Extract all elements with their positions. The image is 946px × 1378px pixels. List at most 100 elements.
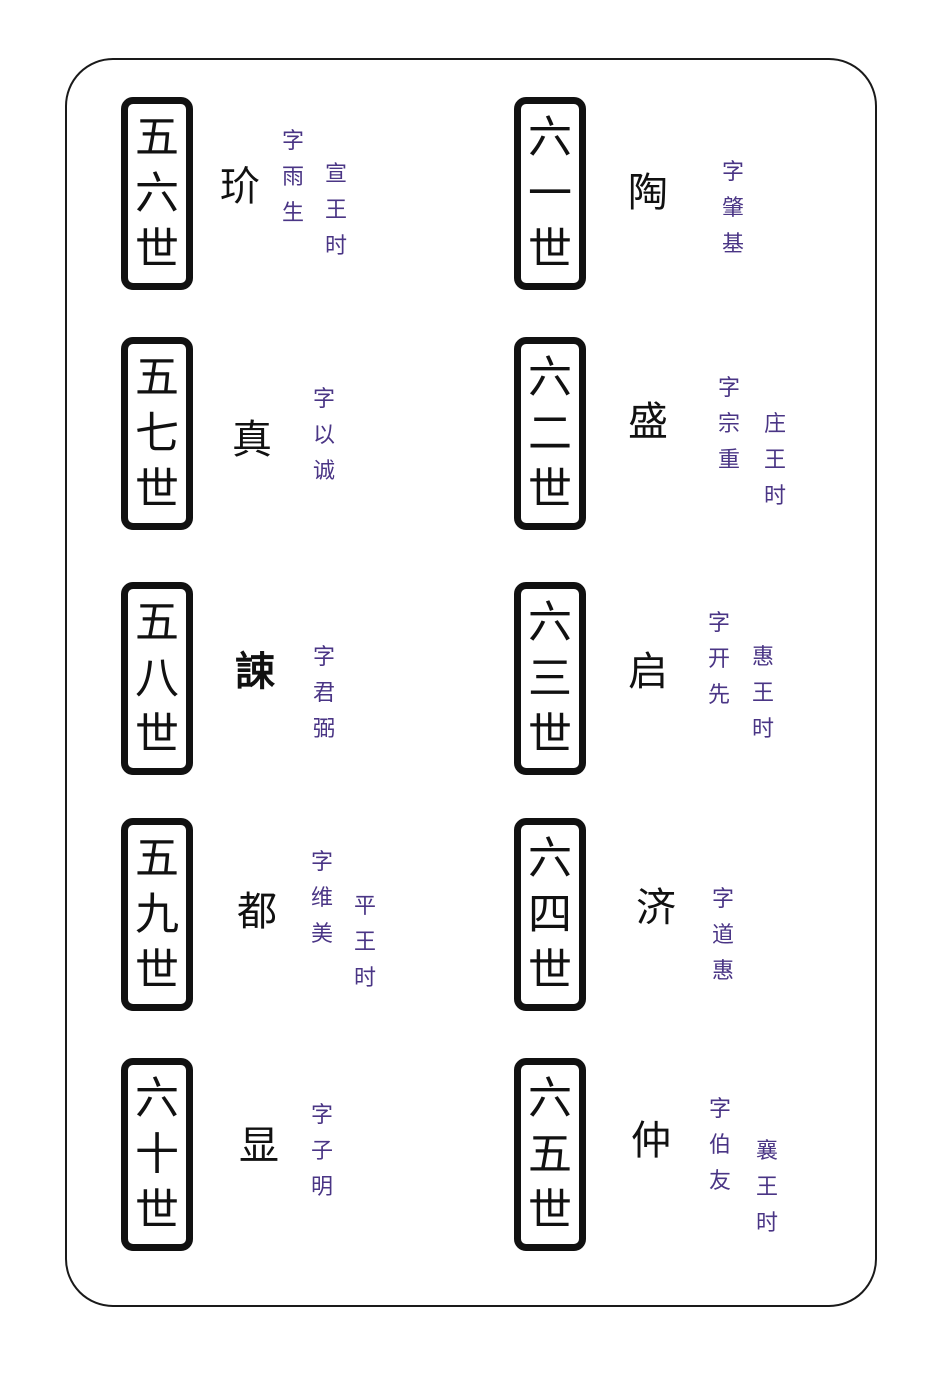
courtesy-char: 以 bbox=[313, 423, 336, 448]
genealogy-entry: 六 三 世 启 字 开 先 惠 王 时 bbox=[514, 582, 894, 782]
courtesy-name: 字 雨 生 bbox=[282, 124, 304, 232]
courtesy-char: 美 bbox=[311, 922, 334, 947]
courtesy-name: 字 肇 基 bbox=[722, 155, 744, 263]
person-name: 真 bbox=[232, 417, 272, 463]
courtesy-char: 基 bbox=[722, 232, 745, 257]
era-char: 时 bbox=[752, 717, 775, 742]
generation-badge: 六 一 世 bbox=[514, 97, 586, 290]
era-note: 惠 王 时 bbox=[752, 640, 774, 748]
courtesy-name: 字 宗 重 bbox=[718, 371, 740, 479]
era-note: 宣 王 时 bbox=[325, 157, 347, 265]
courtesy-char: 肇 bbox=[722, 196, 745, 221]
era-char: 王 bbox=[752, 681, 775, 706]
genealogy-card bbox=[65, 58, 877, 1307]
courtesy-name: 字 道 惠 bbox=[712, 882, 734, 990]
generation-char: 世 bbox=[528, 463, 572, 515]
courtesy-char: 字 bbox=[709, 1097, 732, 1122]
genealogy-entry: 六 二 世 盛 字 宗 重 庄 王 时 bbox=[514, 337, 894, 537]
generation-char: 世 bbox=[528, 1184, 572, 1236]
era-note: 平 王 时 bbox=[354, 889, 376, 997]
generation-char: 世 bbox=[135, 1184, 179, 1236]
courtesy-char: 字 bbox=[311, 1103, 334, 1128]
generation-char: 八 bbox=[135, 652, 179, 704]
generation-char: 六 bbox=[528, 1072, 572, 1124]
genealogy-entry: 六 一 世 陶 字 肇 基 bbox=[514, 97, 894, 297]
era-char: 王 bbox=[354, 930, 377, 955]
person-name: 显 bbox=[239, 1123, 279, 1169]
courtesy-name: 字 以 诚 bbox=[313, 382, 335, 490]
generation-char: 五 bbox=[135, 596, 179, 648]
courtesy-char: 字 bbox=[313, 387, 336, 412]
courtesy-char: 弼 bbox=[313, 717, 336, 742]
generation-char: 九 bbox=[135, 888, 179, 940]
courtesy-char: 重 bbox=[718, 448, 741, 473]
courtesy-char: 明 bbox=[311, 1175, 334, 1200]
era-char: 时 bbox=[354, 966, 377, 991]
era-char: 平 bbox=[354, 894, 377, 919]
generation-char: 四 bbox=[528, 888, 572, 940]
courtesy-char: 字 bbox=[311, 850, 334, 875]
generation-char: 世 bbox=[528, 944, 572, 996]
generation-badge: 六 四 世 bbox=[514, 818, 586, 1011]
generation-char: 世 bbox=[528, 708, 572, 760]
courtesy-char: 伯 bbox=[709, 1133, 732, 1158]
courtesy-char: 君 bbox=[313, 681, 336, 706]
generation-char: 世 bbox=[135, 708, 179, 760]
courtesy-char: 维 bbox=[311, 886, 334, 911]
generation-char: 二 bbox=[528, 407, 572, 459]
era-char: 王 bbox=[756, 1175, 779, 1200]
generation-char: 五 bbox=[135, 111, 179, 163]
generation-badge: 五 九 世 bbox=[121, 818, 193, 1011]
era-char: 时 bbox=[756, 1211, 779, 1236]
person-name: 启 bbox=[628, 649, 668, 695]
generation-char: 五 bbox=[135, 351, 179, 403]
courtesy-char: 雨 bbox=[282, 165, 305, 190]
generation-char: 世 bbox=[135, 463, 179, 515]
generation-badge: 五 七 世 bbox=[121, 337, 193, 530]
courtesy-name: 字 子 明 bbox=[311, 1098, 333, 1206]
generation-char: 六 bbox=[528, 596, 572, 648]
courtesy-name: 字 伯 友 bbox=[709, 1092, 731, 1200]
generation-char: 六 bbox=[135, 167, 179, 219]
generation-char: 世 bbox=[528, 223, 572, 275]
courtesy-char: 友 bbox=[709, 1169, 732, 1194]
courtesy-char: 字 bbox=[313, 645, 336, 670]
courtesy-char: 子 bbox=[311, 1139, 334, 1164]
courtesy-char: 生 bbox=[282, 201, 305, 226]
person-name: 济 bbox=[636, 885, 676, 931]
era-char: 庄 bbox=[764, 412, 787, 437]
generation-char: 世 bbox=[135, 223, 179, 275]
courtesy-name: 字 君 弼 bbox=[313, 640, 335, 748]
generation-char: 六 bbox=[528, 351, 572, 403]
courtesy-char: 道 bbox=[712, 923, 735, 948]
courtesy-char: 诚 bbox=[313, 459, 336, 484]
courtesy-char: 开 bbox=[708, 647, 731, 672]
era-char: 王 bbox=[764, 448, 787, 473]
era-char: 时 bbox=[764, 484, 787, 509]
genealogy-entry: 六 四 世 济 字 道 惠 bbox=[514, 818, 894, 1018]
generation-char: 六 bbox=[528, 832, 572, 884]
era-char: 宣 bbox=[325, 162, 348, 187]
courtesy-name: 字 开 先 bbox=[708, 606, 730, 714]
generation-badge: 五 六 世 bbox=[121, 97, 193, 290]
generation-char: 三 bbox=[528, 652, 572, 704]
courtesy-char: 字 bbox=[708, 611, 731, 636]
era-char: 时 bbox=[325, 234, 348, 259]
courtesy-name: 字 维 美 bbox=[311, 845, 333, 953]
generation-char: 六 bbox=[528, 111, 572, 163]
courtesy-char: 先 bbox=[708, 683, 731, 708]
era-note: 庄 王 时 bbox=[764, 407, 786, 515]
generation-char: 十 bbox=[135, 1128, 179, 1180]
generation-badge: 六 二 世 bbox=[514, 337, 586, 530]
person-name: 都 bbox=[237, 889, 277, 935]
courtesy-char: 宗 bbox=[718, 412, 741, 437]
generation-char: 六 bbox=[135, 1072, 179, 1124]
generation-char: 五 bbox=[135, 832, 179, 884]
courtesy-char: 字 bbox=[722, 160, 745, 185]
person-name: 誎 bbox=[235, 649, 275, 695]
generation-badge: 五 八 世 bbox=[121, 582, 193, 775]
era-char: 惠 bbox=[752, 645, 775, 670]
generation-badge: 六 五 世 bbox=[514, 1058, 586, 1251]
genealogy-entry: 五 九 世 都 字 维 美 平 王 时 bbox=[121, 818, 501, 1018]
generation-char: 一 bbox=[528, 167, 572, 219]
